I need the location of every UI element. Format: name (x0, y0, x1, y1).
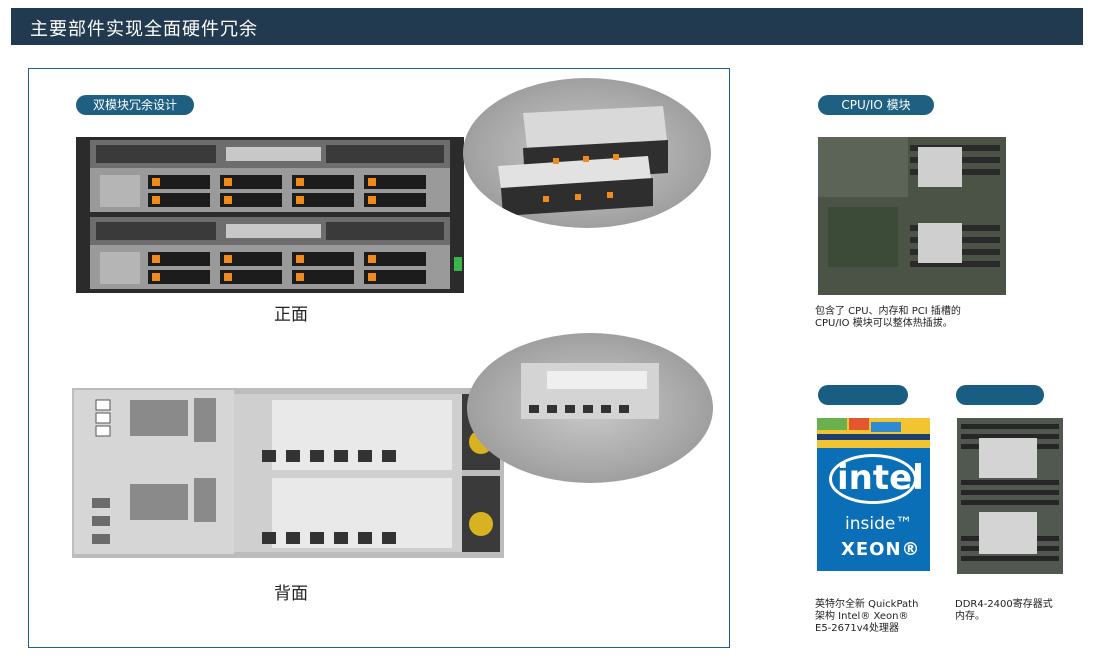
ddr4-memory-image (957, 418, 1063, 574)
ddr-desc-line2: 内存。 (955, 611, 985, 622)
intel-xeon-logo: intel inside™ XEON® (817, 418, 930, 571)
cpu-io-badge: CPU/IO 模块 (818, 95, 934, 115)
cpu-io-desc-line1: 包含了 CPU、内存和 PCI 插槽的 (815, 306, 961, 317)
server-front-image (76, 137, 464, 293)
intel-wordmark: intel (837, 458, 924, 498)
front-caption: 正面 (274, 305, 308, 325)
processor-badge (818, 385, 908, 405)
intel-xeon-text: XEON® (841, 539, 921, 560)
memory-badge (956, 385, 1044, 405)
cpu-io-module-image (818, 137, 1006, 295)
rear-module-zoom-image (467, 333, 713, 483)
intel-desc-line3: E5-2671v4处理器 (815, 623, 900, 634)
module-zoom-image (463, 78, 711, 228)
intel-inside-text: inside™ (845, 514, 913, 534)
dual-module-badge: 双模块冗余设计 (76, 95, 194, 115)
cpu-io-desc-line2: CPU/IO 模块可以整体热插拔。 (815, 318, 953, 329)
intel-desc-line1: 英特尔全新 QuickPath (815, 599, 919, 610)
page-title: 主要部件实现全面硬件冗余 (30, 19, 258, 40)
rear-caption: 背面 (274, 584, 308, 604)
ddr-desc-line1: DDR4-2400寄存器式 (955, 599, 1053, 610)
server-rear-image (72, 388, 504, 558)
chassis-panel (28, 68, 730, 648)
intel-desc-line2: 架构 Intel® Xeon® (815, 611, 909, 622)
page-header: 主要部件实现全面硬件冗余 (11, 8, 1083, 45)
